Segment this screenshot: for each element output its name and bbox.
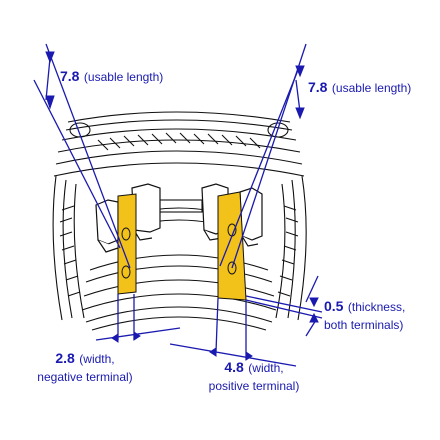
- negative-width-note-line2: negative terminal): [37, 370, 133, 385]
- positive-width-label: 4.8 (width, positive terminal): [192, 359, 316, 396]
- positive-width-note-line2: positive terminal): [208, 379, 300, 394]
- dimension-arrowheads: [45, 51, 319, 361]
- usable-length-left-note: (usable length): [83, 70, 164, 84]
- usable-length-right-value: 7.8: [308, 79, 328, 95]
- usable-length-left-value: 7.8: [60, 68, 80, 84]
- negative-width-note-line1: (width,: [79, 352, 115, 366]
- negative-width-label: 2.8 (width, negative terminal): [22, 350, 148, 387]
- negative-width-value: 2.8: [55, 350, 75, 366]
- usable-length-left-label: 7.8 (usable length): [60, 68, 163, 86]
- usable-length-right-label: 7.8 (usable length): [308, 79, 411, 97]
- thickness-label: 0.5 (thickness, both terminals): [324, 298, 405, 335]
- thickness-value: 0.5: [324, 298, 344, 314]
- usable-length-right-note: (usable length): [331, 81, 412, 95]
- connector-housing: [52, 111, 307, 331]
- positive-width-value: 4.8: [224, 359, 244, 375]
- negative-terminal: [117, 193, 137, 295]
- positive-width-note-line1: (width,: [248, 361, 284, 375]
- dimension-lines: [33, 43, 323, 367]
- thickness-note-line1: (thickness,: [347, 300, 406, 314]
- thickness-note-line2: both terminals): [324, 318, 404, 333]
